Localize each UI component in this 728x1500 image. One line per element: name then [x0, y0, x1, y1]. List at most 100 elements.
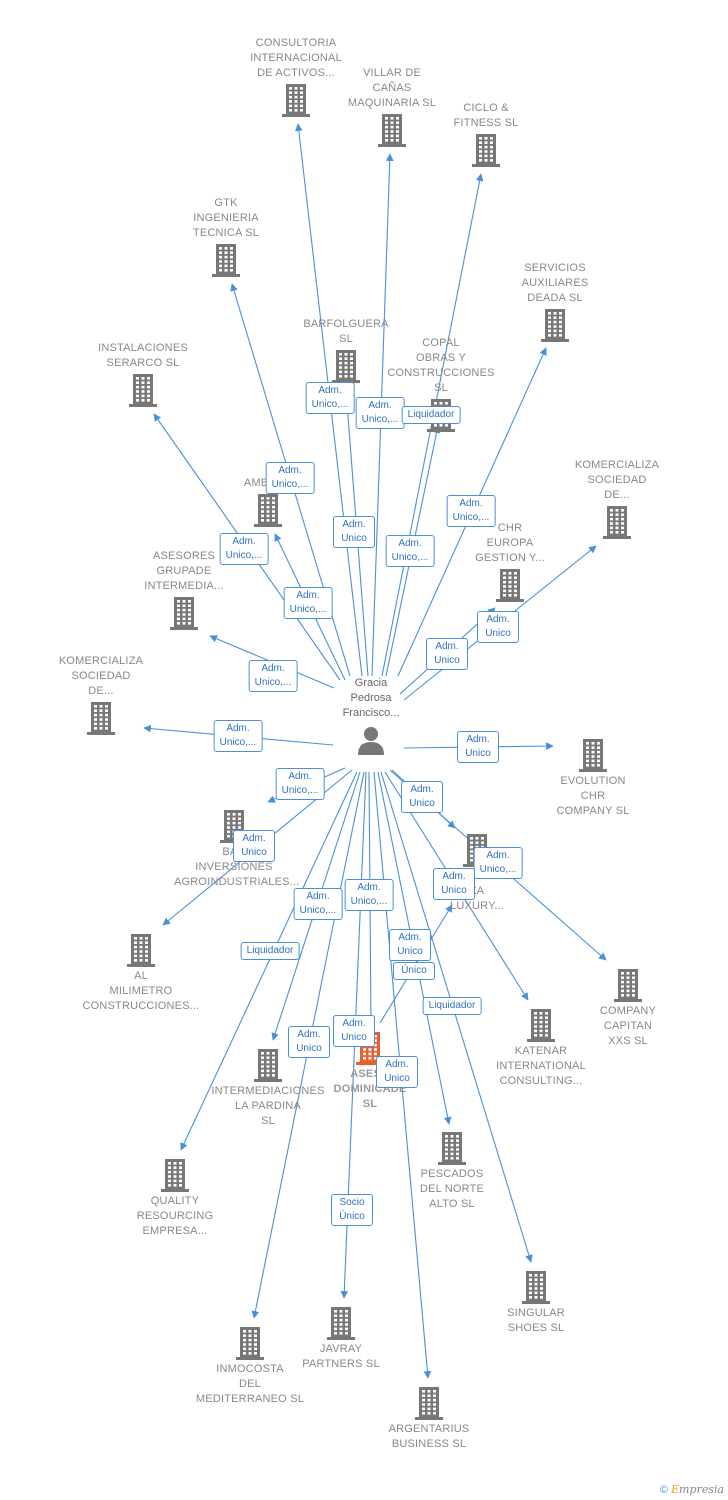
- role-badge[interactable]: Adm. Unico: [288, 1026, 330, 1058]
- role-badge[interactable]: Adm. Unico: [233, 830, 275, 862]
- building-icon: [282, 84, 310, 117]
- role-badge[interactable]: Socio Único: [331, 1194, 373, 1226]
- role-badge[interactable]: Adm. Unico,...: [265, 462, 315, 494]
- company-node-consultoria[interactable]: CONSULTORIA INTERNACIONAL DE ACTIVOS...: [236, 36, 356, 117]
- company-label: ASESORES GRUPADE INTERMEDIA...: [144, 550, 224, 592]
- role-badge[interactable]: Adm. Unico: [333, 1015, 375, 1047]
- role-badge[interactable]: Adm. Unico,...: [385, 535, 435, 567]
- company-node-argentarius[interactable]: ARGENTARIUS BUSINESS SL: [369, 1386, 489, 1452]
- company-label: CICLO & FITNESS SL: [453, 102, 519, 129]
- company-node-komercializa2[interactable]: KOMERCIALIZA SOCIEDAD DE...: [41, 654, 161, 735]
- role-badge[interactable]: Liquidador: [401, 406, 461, 424]
- company-node-ciclo[interactable]: CICLO & FITNESS SL: [426, 101, 546, 167]
- company-node-quality[interactable]: QUALITY RESOURCING EMPRESA...: [115, 1158, 235, 1239]
- building-icon: [332, 350, 360, 383]
- role-badge[interactable]: Adm. Unico: [426, 638, 468, 670]
- company-label: ARGENTARIUS BUSINESS SL: [388, 1423, 470, 1450]
- company-label: EVOLUTION CHR COMPANY SL: [556, 775, 630, 817]
- role-badge[interactable]: Liquidador: [422, 997, 482, 1015]
- building-icon: [254, 1049, 282, 1082]
- building-icon: [161, 1159, 189, 1192]
- role-badge[interactable]: Adm. Unico: [376, 1056, 418, 1088]
- company-label: SINGULAR SHOES SL: [507, 1307, 565, 1334]
- company-node-katenar[interactable]: KATENAR INTERNATIONAL CONSULTING...: [481, 1008, 601, 1089]
- company-label: COMPANY CAPITAN XXS SL: [599, 1005, 657, 1047]
- person-icon: [358, 727, 384, 755]
- company-label: BARFOLGUERA SL: [303, 318, 389, 345]
- company-label: INMOCOSTA DEL MEDITERRANEO SL: [195, 1363, 305, 1405]
- company-node-servicios[interactable]: SERVICIOS AUXILIARES DEADA SL: [495, 261, 615, 342]
- company-label: KATENAR INTERNATIONAL CONSULTING...: [496, 1045, 586, 1087]
- role-badge[interactable]: Adm. Unico: [389, 929, 431, 961]
- edge-singular: [380, 771, 533, 1263]
- role-badge[interactable]: Único: [393, 962, 435, 980]
- role-badge[interactable]: Adm. Unico,...: [283, 587, 333, 619]
- building-icon: [87, 702, 115, 735]
- company-node-komercializa1[interactable]: KOMERCIALIZA SOCIEDAD DE...: [557, 458, 677, 539]
- center-person-label: Gracia Pedrosa Francisco...: [342, 677, 400, 719]
- role-badge[interactable]: Adm. Unico: [457, 731, 499, 763]
- role-badge[interactable]: Adm. Unico: [477, 611, 519, 643]
- building-icon: [541, 309, 569, 342]
- building-icon: [603, 506, 631, 539]
- building-icon: [378, 114, 406, 147]
- building-icon: [438, 1132, 466, 1165]
- company-node-company[interactable]: COMPANY CAPITAN XXS SL: [568, 968, 688, 1049]
- role-badge[interactable]: Adm. Unico,...: [275, 768, 325, 800]
- company-node-evolution[interactable]: EVOLUTION CHR COMPANY SL: [533, 738, 653, 819]
- role-badge[interactable]: Adm. Unico: [333, 516, 375, 548]
- building-icon: [496, 569, 524, 602]
- company-label: GTK INGENIERIA TECNICA SL: [192, 197, 260, 239]
- company-label: COPAL OBRAS Y CONSTRUCCIONES SL: [387, 337, 495, 394]
- company-node-chr[interactable]: CHR EUROPA GESTION Y...: [450, 521, 570, 602]
- brand-logo: Empresia: [671, 1483, 724, 1496]
- building-icon: [614, 969, 642, 1002]
- building-icon: [527, 1009, 555, 1042]
- building-icon: [415, 1387, 443, 1420]
- company-node-inmocosta[interactable]: INMOCOSTA DEL MEDITERRANEO SL: [190, 1326, 310, 1407]
- role-badge[interactable]: Adm. Unico,...: [219, 533, 269, 565]
- company-label: SERVICIOS AUXILIARES DEADA SL: [521, 262, 589, 304]
- company-node-villar[interactable]: VILLAR DE CAÑAS MAQUINARIA SL: [332, 66, 452, 147]
- building-icon: [236, 1327, 264, 1360]
- building-icon: [472, 134, 500, 167]
- company-node-gtk[interactable]: GTK INGENIERIA TECNICA SL: [166, 196, 286, 277]
- company-label: JAVRAY PARTNERS SL: [302, 1343, 380, 1370]
- building-icon: [170, 597, 198, 630]
- company-node-instalaciones[interactable]: INSTALACIONES SERARCO SL: [83, 341, 203, 407]
- role-badge[interactable]: Adm. Unico,...: [355, 397, 405, 429]
- company-node-asesores[interactable]: ASESORES GRUPADE INTERMEDIA...: [124, 549, 244, 630]
- company-label: CONSULTORIA INTERNACIONAL DE ACTIVOS...: [250, 37, 342, 79]
- building-icon: [579, 739, 607, 772]
- building-icon: [254, 494, 282, 527]
- role-badge[interactable]: Adm. Unico: [401, 781, 443, 813]
- role-badge[interactable]: Liquidador: [240, 942, 300, 960]
- company-label: QUALITY RESOURCING EMPRESA...: [136, 1195, 214, 1237]
- company-node-singular[interactable]: SINGULAR SHOES SL: [476, 1270, 596, 1336]
- role-badge[interactable]: Adm. Unico,...: [473, 847, 523, 879]
- building-icon: [522, 1271, 550, 1304]
- building-icon: [129, 374, 157, 407]
- role-badge[interactable]: Adm. Unico,...: [213, 720, 263, 752]
- company-node-javray[interactable]: JAVRAY PARTNERS SL: [281, 1306, 401, 1372]
- company-node-al[interactable]: AL MILIMETRO CONSTRUCCIONES...: [81, 933, 201, 1014]
- company-node-pescados[interactable]: PESCADOS DEL NORTE ALTO SL: [392, 1131, 512, 1212]
- role-badge[interactable]: Adm. Unico,...: [446, 495, 496, 527]
- company-node-intermediaciones[interactable]: INTERMEDIACIONES LA PARDINA SL: [208, 1048, 328, 1129]
- building-icon: [327, 1307, 355, 1340]
- company-label: VILLAR DE CAÑAS MAQUINARIA SL: [347, 67, 437, 109]
- role-badge[interactable]: Adm. Unico,...: [248, 660, 298, 692]
- company-node-barfolguera[interactable]: BARFOLGUERA SL: [286, 317, 406, 383]
- role-badge[interactable]: Adm. Unico,...: [293, 888, 343, 920]
- role-badge[interactable]: Adm. Unico,...: [344, 879, 394, 911]
- center-person[interactable]: Gracia Pedrosa Francisco...: [326, 676, 416, 755]
- company-label: CHR EUROPA GESTION Y...: [475, 522, 545, 564]
- role-badge[interactable]: Adm. Unico,...: [305, 382, 355, 414]
- role-badge[interactable]: Adm. Unico: [433, 868, 475, 900]
- company-label: INTERMEDIACIONES LA PARDINA SL: [211, 1085, 325, 1127]
- company-label: KOMERCIALIZA SOCIEDAD DE...: [574, 459, 660, 501]
- building-icon: [127, 934, 155, 967]
- building-icon: [212, 244, 240, 277]
- company-label: PESCADOS DEL NORTE ALTO SL: [419, 1168, 485, 1210]
- footer-brand: © Empresia: [660, 1483, 724, 1496]
